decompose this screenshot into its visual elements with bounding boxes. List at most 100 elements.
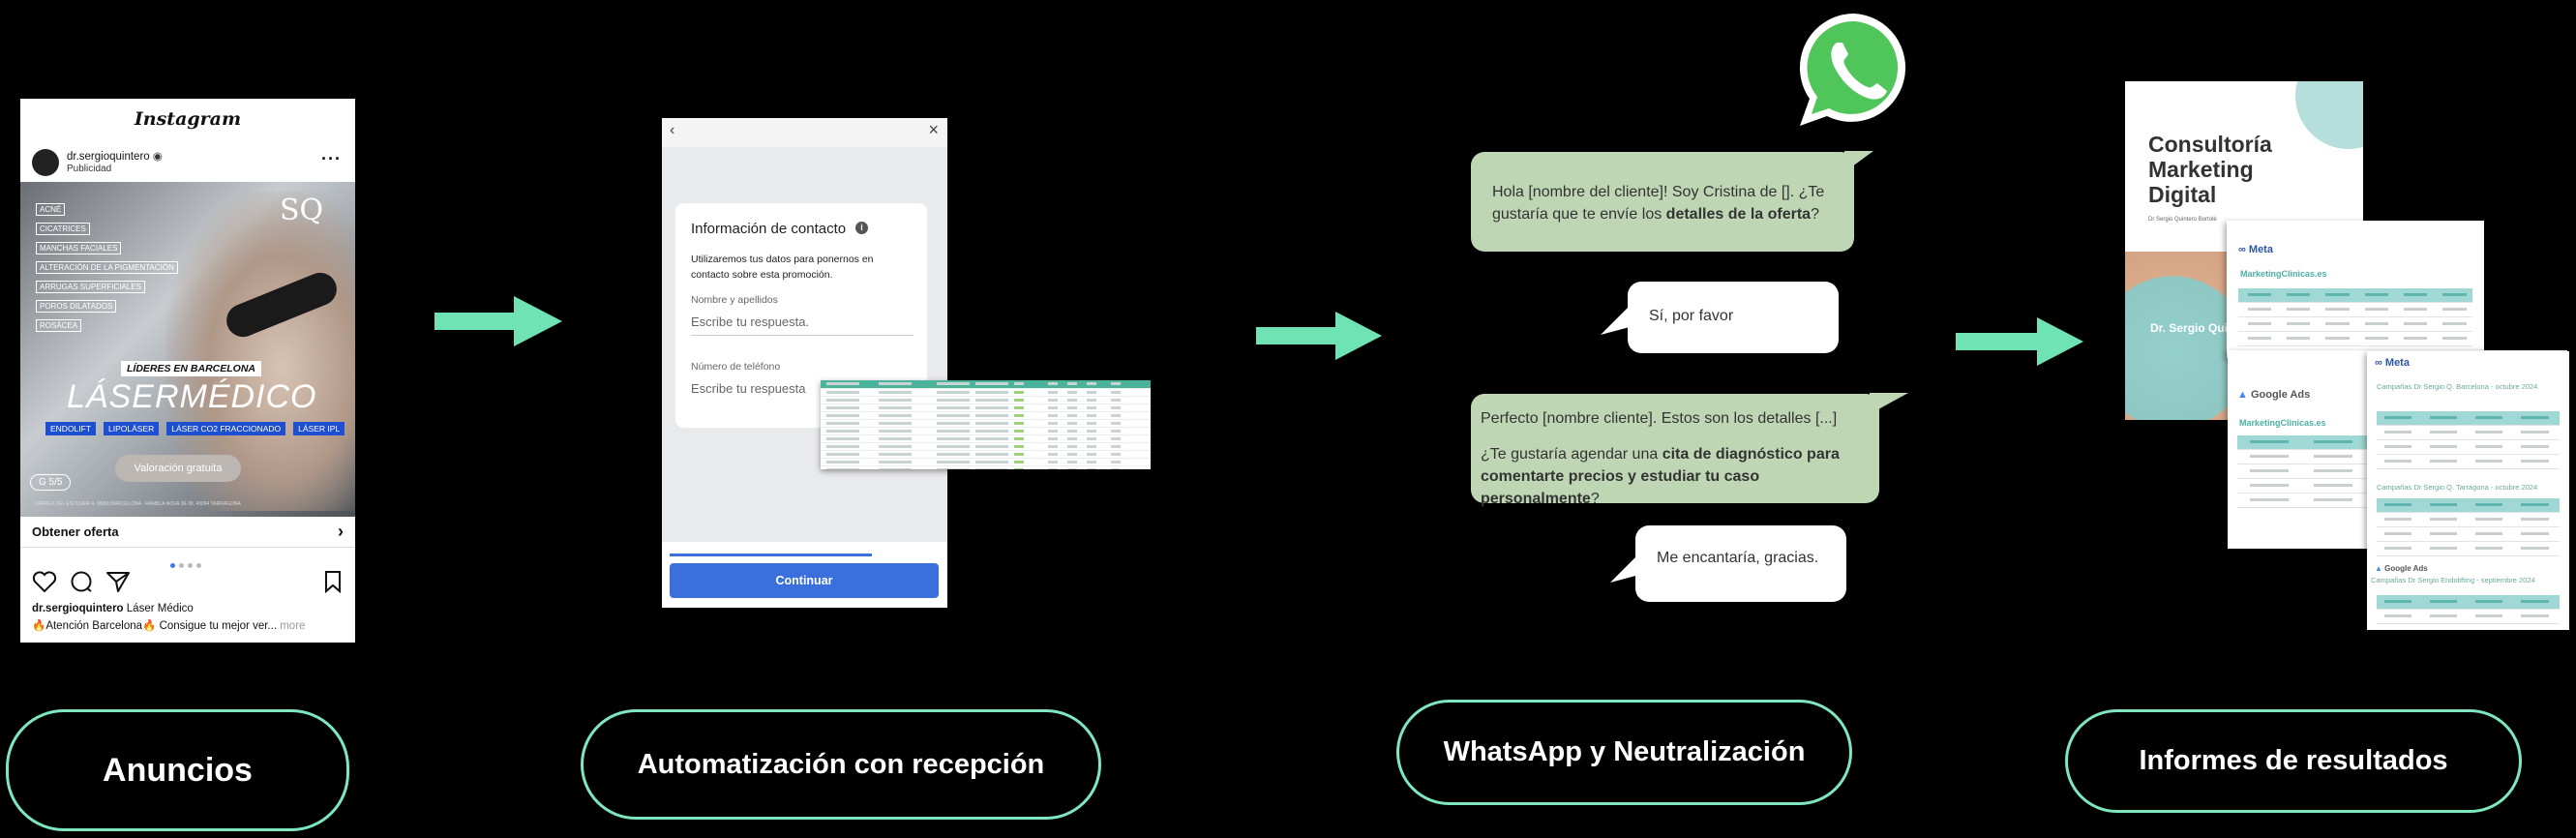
treatment-tag: MANCHAS FACIALES [36,242,122,254]
bubble-tail [1610,554,1639,583]
service-chip: LÁSER IPL [293,422,345,435]
site-name: MarketingClinicas.es [2240,269,2327,279]
leaders-badge: LÍDERES EN BARCELONA [121,361,262,376]
report-table [2238,288,2472,358]
bookmark-icon[interactable] [322,570,344,593]
caption-user[interactable]: dr.sergioquintero [32,603,124,614]
ad-headline: LÁSERMÉDICO [67,378,317,415]
report-row [2377,513,2560,527]
chevron-right-icon: › [338,522,344,541]
service-chip: LÁSER CO2 FRACCIONADO [166,422,286,435]
phone-label: Número de teléfono [691,361,781,373]
divider [20,547,355,548]
whatsapp-icon [1799,13,1906,126]
info-icon[interactable]: i [855,222,868,234]
name-field[interactable]: Escribe tu respuesta. [691,314,914,336]
sheet-row [821,451,1151,459]
report-table [2377,498,2560,556]
form-title: Información de contacto [691,221,847,237]
campaign-title: Campañas Dr Sergio Q. Barcelona - octubr… [2377,382,2538,391]
chevron-left-icon[interactable]: ‹ [670,122,675,138]
sheet-row [821,412,1151,420]
report-row [2377,610,2560,624]
comment-icon[interactable] [69,570,94,593]
sheet-row [821,380,1151,389]
step-label: Automatización con recepción [637,748,1045,780]
treatment-tag: POROS DILATADOS [36,300,117,313]
sheet-row [821,443,1151,451]
sheet-row [821,428,1151,435]
ad-header: dr.sergioquintero ◉ Publicidad ··· [32,147,344,180]
report-row [2377,411,2560,426]
campaign-title: Campañas Dr Sergio Q. Tarragona - octubr… [2377,483,2538,492]
heart-icon[interactable] [32,570,57,593]
arrow-right-icon [434,296,562,346]
chat-message-outgoing: Hola [nombre del cliente]! Soy Cristina … [1471,152,1854,252]
chat-message-outgoing: Perfecto [nombre cliente]. Estos son los… [1471,394,1879,507]
treatment-tag: ROSÁCEA [36,319,82,332]
share-icon[interactable] [105,570,131,593]
step-pill-ads: Anuncios [6,709,349,831]
report-row [2377,542,2560,556]
treatment-tags: ACNÉ CICATRICES MANCHAS FACIALES ALTERAC… [36,203,178,339]
caption-body: 🔥Atención Barcelona🔥 Consigue tu mejor v… [32,620,278,632]
lead-form-mockup: ‹ × Información de contacto i Utilizarem… [662,118,947,608]
sheet-row [821,459,1151,466]
bubble-tail [1844,151,1873,172]
instagram-ad-mockup: Instagram dr.sergioquintero ◉ Publicidad… [20,99,355,643]
continue-button[interactable]: Continuar [670,563,939,598]
service-chip: ENDOLIFT [45,422,97,435]
post-actions [32,570,344,595]
step-pill-whatsapp: WhatsApp y Neutralización [1396,700,1852,805]
report-subtitle: Dr Sergio Quintero Bortolé [2148,217,2217,223]
site-name: MarketingClinicas.es [2239,418,2326,428]
more-dots-icon[interactable]: ··· [321,149,342,168]
form-topbar: ‹ × [662,118,947,147]
google-ads-logo: ▲ Google Ads [2375,564,2428,573]
treatment-tag: ACNÉ [36,203,66,216]
carousel-indicator [170,563,201,568]
step-label: WhatsApp y Neutralización [1443,736,1806,767]
ad-image[interactable]: SQ ACNÉ CICATRICES MANCHAS FACIALES ALTE… [20,182,355,517]
report-row [2238,332,2472,346]
caption-line: dr.sergioquintero Láser Médico [32,603,194,614]
report-row [2238,317,2472,332]
report-row [2238,288,2472,303]
report-row [2377,440,2560,455]
step-pill-automation: Automatización con recepción [581,709,1101,820]
arrow-right-icon [1256,312,1382,360]
bubble-tail [1870,393,1908,414]
report-row [2377,498,2560,513]
sheet-row [821,466,1151,469]
caption-title: Láser Médico [126,603,194,614]
sheet-row [821,404,1151,412]
meta-report-page: ∞ Meta MarketingClinicas.es [2227,221,2484,358]
service-chips: ENDOLIFT LIPOLÁSER LÁSER CO2 FRACCIONADO… [45,422,345,435]
report-title: Consultoría Marketing Digital [2148,132,2272,207]
get-offer-link[interactable]: Obtener oferta› [32,522,344,541]
treatment-tag: ARRUGAS SUPERFICIALES [36,281,145,293]
sheet-row [821,397,1151,404]
report-row [2377,426,2560,440]
address-fine-print: CARRER DEL ESCUDER 4, 08850 BARCELONA · … [34,501,241,507]
bubble-tail [1601,306,1630,335]
account-name[interactable]: dr.sergioquintero ◉ [67,151,163,163]
caption-more-link[interactable]: more [280,620,306,632]
leads-spreadsheet-thumbnail [821,380,1151,469]
report-row [2377,595,2560,610]
sheet-row [821,389,1151,397]
cover-photo-text: Dr. Sergio Quin [2150,321,2235,335]
avatar[interactable] [32,149,59,176]
google-ads-logo: ▲ Google Ads [2237,389,2311,401]
sheet-row [821,435,1151,443]
phone-field[interactable]: Escribe tu respuesta [691,381,806,396]
step-label: Anuncios [103,751,253,789]
google-rating-badge: G 5/5 [30,474,72,491]
report-row [2377,527,2560,542]
instagram-logo: Instagram [134,108,242,130]
meta-logo: ∞ Meta [2375,357,2410,369]
brand-logo: SQ [280,194,324,227]
close-icon[interactable]: × [928,120,939,139]
report-row [2238,303,2472,317]
report-table [2377,595,2560,624]
